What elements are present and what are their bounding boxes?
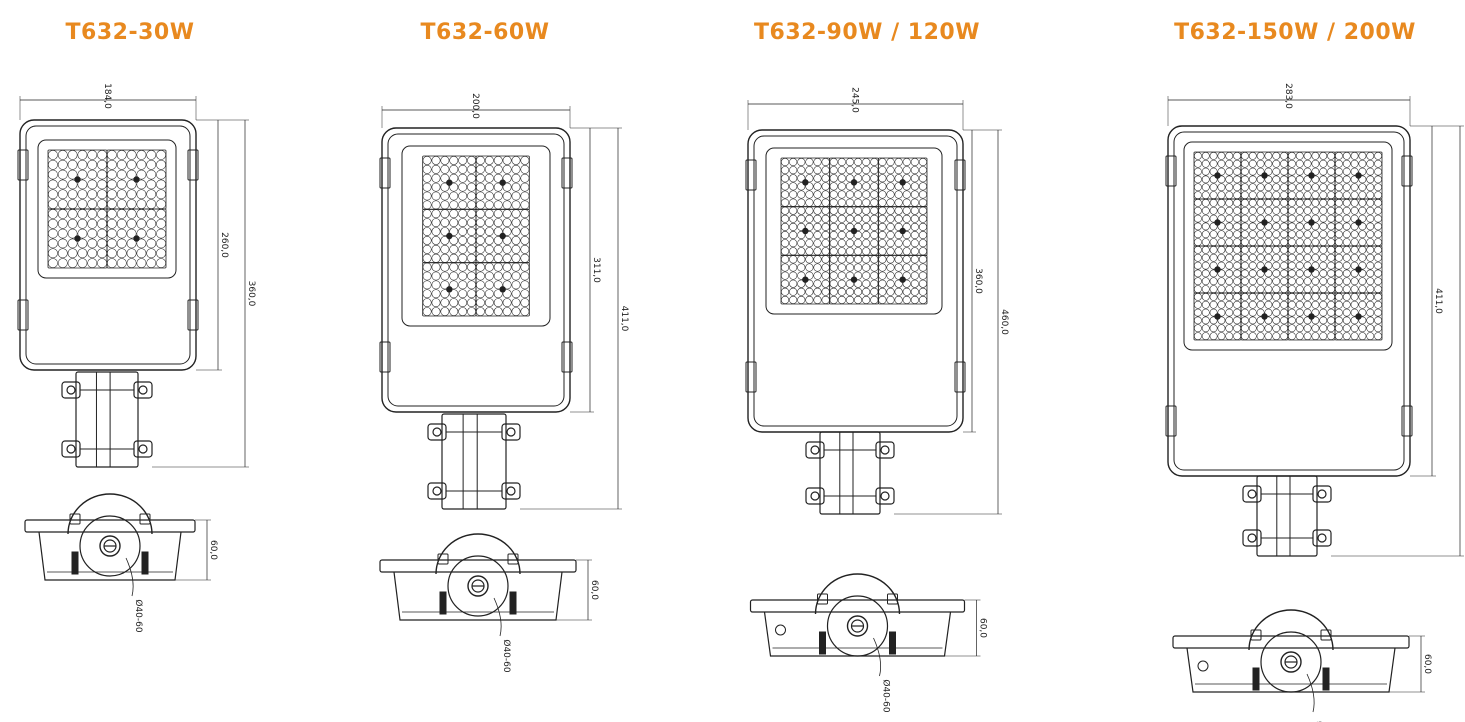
mounting-bracket-3 bbox=[805, 431, 895, 515]
depth-dimension-2: 60,0 bbox=[589, 580, 599, 600]
panel-height-dimension-1: 260,0 bbox=[219, 232, 229, 258]
depth-dimension-3: 60,0 bbox=[978, 618, 988, 638]
mounting-bracket-4 bbox=[1242, 475, 1332, 557]
model-title-4: T632-150W / 200W bbox=[1174, 20, 1416, 45]
total-height-dimension-3: 460,0 bbox=[999, 309, 1009, 335]
depth-dimension-4: 60,0 bbox=[1422, 654, 1432, 674]
dimensions-4: 283,0 411,0 bbox=[1167, 83, 1464, 557]
pole-diameter-2: Ø40-60 bbox=[501, 639, 512, 673]
pole-diameter-1: Ø40-60 bbox=[133, 599, 144, 633]
model-title-2: T632-60W bbox=[420, 20, 550, 45]
width-dimension-4: 283,0 bbox=[1283, 83, 1293, 109]
total-height-dimension-1: 360,0 bbox=[246, 281, 256, 307]
depth-dimension-1: 60,0 bbox=[208, 540, 218, 560]
mounting-bracket-2 bbox=[427, 413, 521, 510]
width-dimension-3: 245,0 bbox=[850, 87, 860, 113]
width-dimension-1: 184,0 bbox=[102, 83, 112, 109]
model-title-3: T632-90W / 120W bbox=[754, 20, 980, 45]
pole-diameter-3: Ø40-60 bbox=[881, 679, 892, 713]
panel-height-dimension-4: 411,0 bbox=[1433, 288, 1443, 314]
dimensions-3: 245,0 360,0 460,0 bbox=[747, 87, 1009, 515]
dimensions-2: 200,0 311,0 411,0 bbox=[381, 93, 629, 510]
panel-height-dimension-2: 311,0 bbox=[591, 257, 601, 283]
model-title-1: T632-30W bbox=[65, 20, 195, 45]
mounting-bracket-1 bbox=[61, 371, 153, 468]
panel-height-dimension-3: 360,0 bbox=[973, 268, 983, 294]
dimensions-1: 184,0 260,0 360,0 bbox=[19, 83, 256, 468]
total-height-dimension-2: 411,0 bbox=[619, 306, 629, 332]
width-dimension-2: 200,0 bbox=[470, 93, 480, 119]
